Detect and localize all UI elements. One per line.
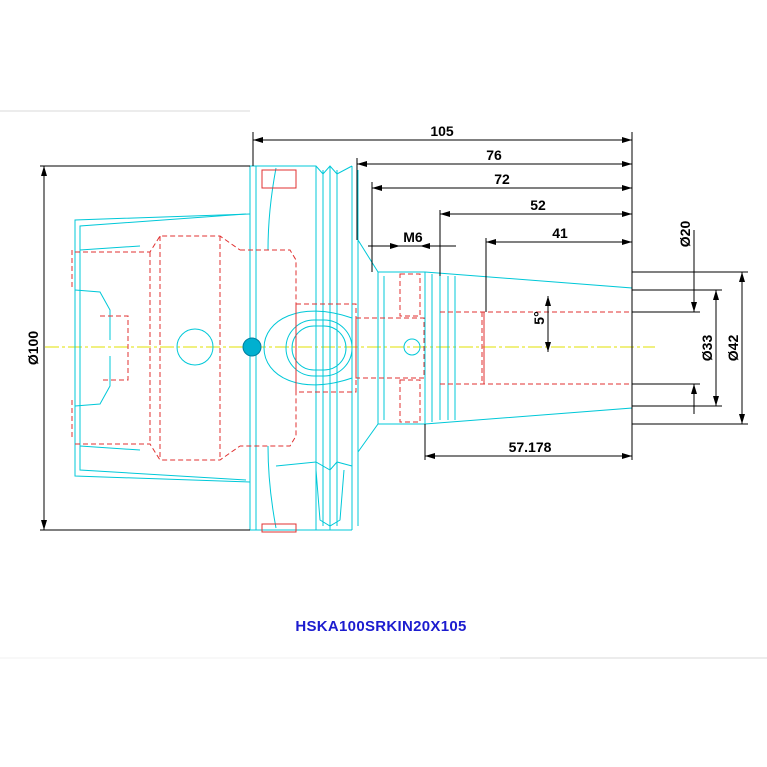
dim-length-72: 72 <box>494 171 510 187</box>
dim-dia-bore: Ø20 <box>677 221 693 248</box>
dim-length-41: 41 <box>552 225 568 241</box>
dim-dia-body: Ø42 <box>725 335 741 362</box>
dim-dia-nose: Ø33 <box>699 335 715 362</box>
part-number-title: HSKA100SRKIN20X105 <box>295 618 466 635</box>
dim-length-52: 52 <box>530 197 546 213</box>
sheet-border <box>0 110 767 659</box>
dimension-lines <box>40 132 748 531</box>
dim-bottom-length: 57.178 <box>509 439 552 455</box>
dim-thread: M6 <box>403 229 423 245</box>
cross-holes <box>176 328 421 366</box>
dim-length-76: 76 <box>486 147 502 163</box>
dim-overall-length: 105 <box>430 123 454 139</box>
dim-dia-flange: Ø100 <box>25 331 41 365</box>
tool-holder-outline <box>74 165 633 531</box>
dim-taper-angle: 5° <box>531 311 547 324</box>
hidden-features <box>71 169 632 533</box>
